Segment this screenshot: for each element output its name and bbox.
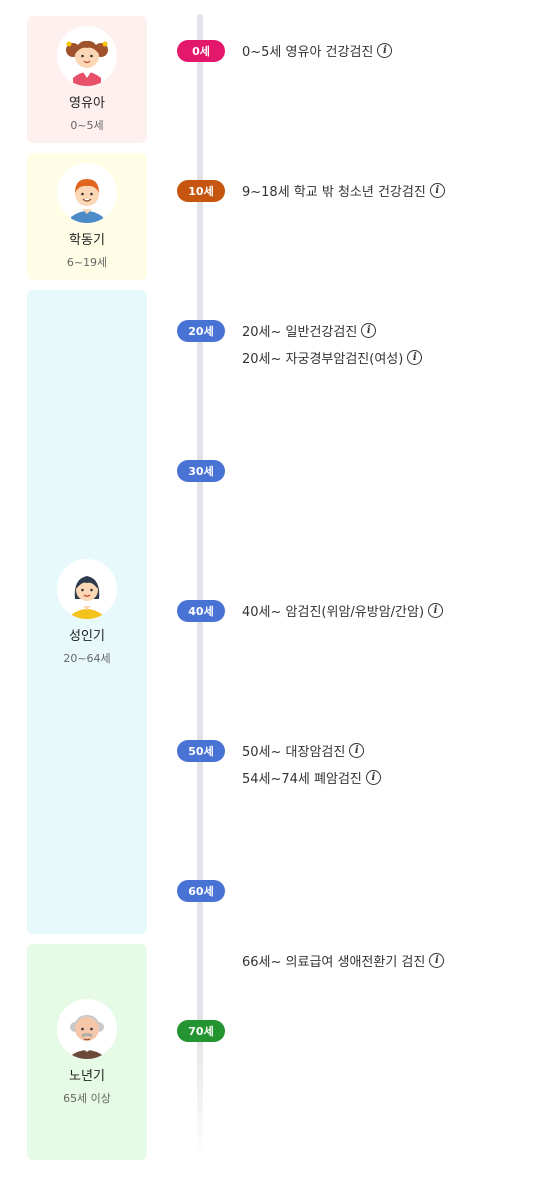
age-marker-0: 0세	[177, 40, 225, 62]
checkup-label: 20세~ 자궁경부암검진(여성)	[242, 352, 404, 367]
stage-card-school-age[interactable]: 학동기 6~19세	[27, 153, 147, 280]
checkup-colorectal-cancer[interactable]: 50세~ 대장암검진 i	[242, 741, 365, 760]
stage-range: 65세 이상	[63, 1091, 111, 1105]
age-marker-10: 10세	[177, 180, 225, 202]
stage-card-infant[interactable]: 영유아 0~5세	[27, 16, 147, 143]
checkup-label: 9~18세 학교 밖 청소년 건강검진	[242, 185, 426, 200]
boy-avatar-icon	[57, 163, 117, 223]
woman-avatar-icon	[57, 558, 117, 619]
stage-label: 영유아	[69, 96, 105, 111]
age-marker-60: 60세	[177, 880, 225, 902]
stage-card-senior[interactable]: 노년기 65세 이상	[27, 944, 147, 1160]
stage-range: 6~19세	[66, 256, 108, 269]
age-marker-70: 70세	[177, 1020, 225, 1042]
checkup-label: 50세~ 대장암검진	[242, 745, 346, 760]
age-marker-40: 40세	[177, 600, 225, 622]
info-icon[interactable]: i	[377, 43, 393, 58]
checkup-label: 40세~ 암검진(위암/유방암/간암)	[242, 605, 425, 620]
stage-label: 성인기	[69, 628, 105, 644]
checkup-label: 54세~74세 폐암검진	[242, 772, 362, 787]
checkup-life-transition[interactable]: 66세~ 의료급여 생애전환기 검진 i	[242, 951, 445, 970]
stage-range: 20~64세	[63, 651, 111, 665]
info-icon[interactable]: i	[429, 953, 445, 968]
info-icon[interactable]: i	[407, 350, 423, 365]
info-icon[interactable]: i	[361, 323, 377, 338]
checkup-cervical-cancer[interactable]: 20세~ 자궁경부암검진(여성) i	[242, 348, 423, 367]
checkup-lung-cancer[interactable]: 54세~74세 폐암검진 i	[242, 768, 381, 787]
stage-label: 학동기	[69, 233, 105, 248]
info-icon[interactable]: i	[428, 603, 444, 618]
info-icon[interactable]: i	[349, 743, 365, 758]
checkup-cancer-screening[interactable]: 40세~ 암검진(위암/유방암/간암) i	[242, 601, 444, 620]
checkup-infant[interactable]: 0~5세 영유아 건강검진 i	[242, 41, 393, 60]
checkup-label: 66세~ 의료급여 생애전환기 검진	[242, 955, 426, 970]
stage-range: 0~5세	[70, 119, 104, 132]
age-marker-30: 30세	[177, 460, 225, 482]
elderly-man-avatar-icon	[57, 998, 117, 1059]
checkup-label: 0~5세 영유아 건강검진	[242, 45, 374, 60]
timeline-track	[197, 14, 203, 1159]
checkup-general[interactable]: 20세~ 일반건강검진 i	[242, 321, 377, 340]
stage-label: 노년기	[69, 1068, 105, 1084]
checkup-out-of-school-youth[interactable]: 9~18세 학교 밖 청소년 건강검진 i	[242, 181, 445, 200]
age-marker-50: 50세	[177, 740, 225, 762]
age-marker-20: 20세	[177, 320, 225, 342]
info-icon[interactable]: i	[429, 183, 445, 198]
girl-avatar-icon	[57, 26, 117, 86]
stage-card-adult[interactable]: 성인기 20~64세	[27, 290, 147, 934]
info-icon[interactable]: i	[365, 770, 381, 785]
checkup-label: 20세~ 일반건강검진	[242, 325, 358, 340]
